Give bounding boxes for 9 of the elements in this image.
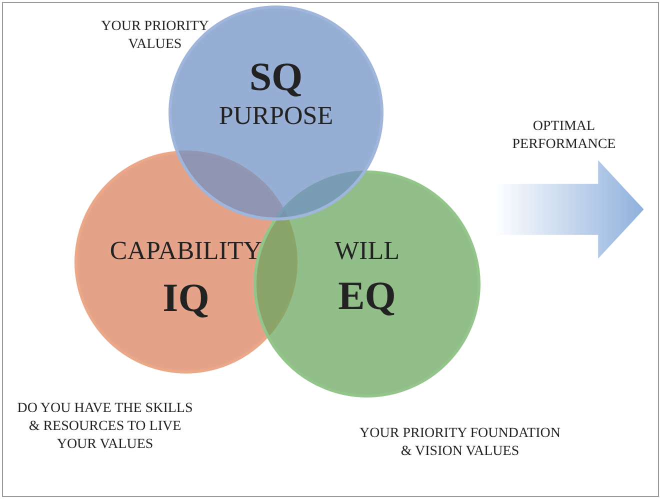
circle-title: IQ bbox=[162, 274, 210, 321]
annotation-text: DO YOU HAVE THE SKILLS & RESOURCES TO LIVE YOUR VALUES bbox=[16, 400, 194, 454]
annotation-text: YOUR PRIORITY VALUES bbox=[100, 18, 210, 54]
circle-label: PURPOSE bbox=[218, 101, 334, 131]
annotation-text: YOUR PRIORITY FOUNDATION & VISION VALUES bbox=[358, 425, 562, 462]
circle-title: SQ bbox=[248, 53, 304, 100]
circle-label: CAPABILITY bbox=[108, 236, 264, 266]
circle-title: EQ bbox=[337, 272, 397, 319]
arrow-label: OPTIMAL PERFORMANCE bbox=[511, 118, 617, 154]
